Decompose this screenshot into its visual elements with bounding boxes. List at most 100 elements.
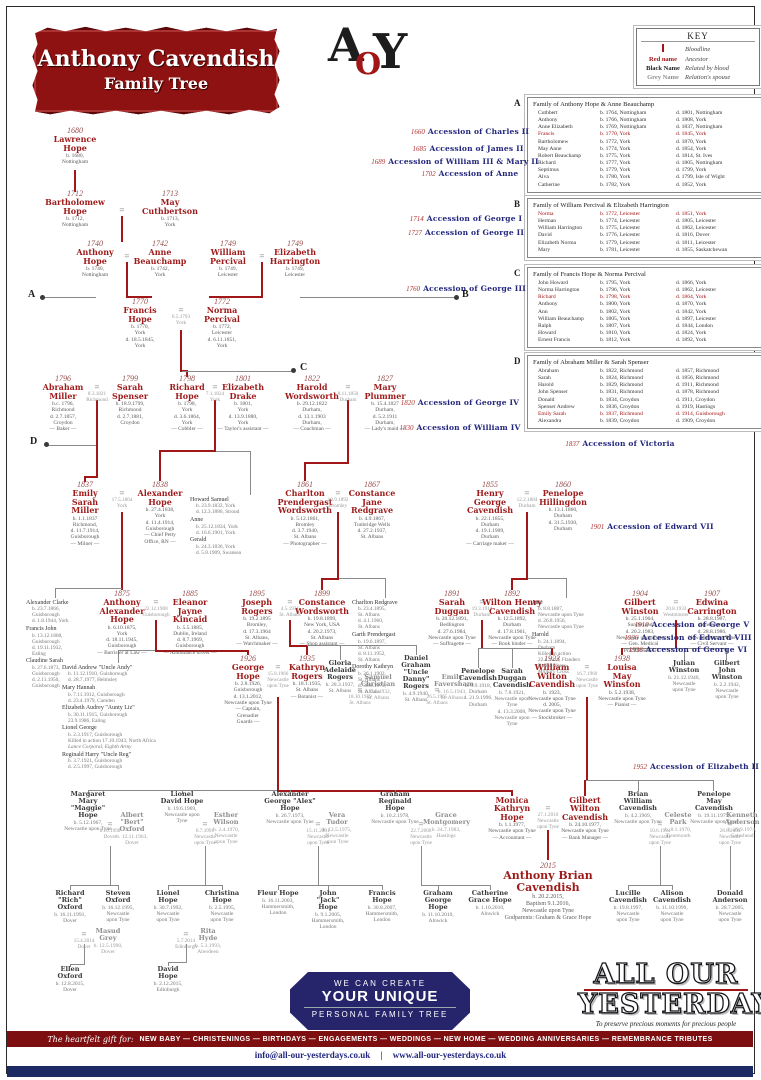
marker-letter-C: C [300, 362, 308, 373]
person-year: 1740 [87, 239, 103, 248]
marriage-equals-sign: = [545, 803, 551, 813]
person-detail: — Chief Petty [144, 532, 176, 539]
marriage-equals-sign: = [657, 819, 663, 829]
person-name: Louisa May Winston [603, 662, 641, 690]
person-detail: Durham, [375, 407, 395, 414]
marriage-detail: upon Tyne [307, 839, 329, 846]
family-member-birth: b. 1764, Nottingham [600, 110, 647, 116]
accession-year: 1702 [421, 170, 436, 178]
person-detail: d. 20.2.1973, [307, 628, 337, 635]
family-member-death: d. 1862, Leicester [676, 225, 717, 232]
sibling-detail: d. 23.4.1979, Camden [68, 697, 115, 704]
family-member-birth: b. 1812, York [600, 337, 631, 344]
person-detail: York [154, 272, 166, 279]
person-name: Joseph Rogers [241, 597, 273, 616]
sibling-name: Dorothy Kathryn [352, 664, 394, 671]
sibling-detail: b. 23.9.1832, York [196, 503, 236, 510]
aoy-logo-letter-o: O [355, 47, 382, 82]
marker-dot-D [44, 442, 49, 447]
person-detail: — Photographer — [283, 540, 327, 547]
sibling-detail: b. 23.4.1895, [358, 606, 386, 613]
marriage-detail: 27.1.2010 [537, 812, 559, 818]
marriage-detail: Newcastle [537, 817, 559, 824]
person-name: William Percival [210, 247, 246, 266]
person-detail: d. 13.9.1880, [228, 413, 258, 420]
key-symbol: Red name [649, 56, 677, 63]
person-year: 1875 [114, 589, 130, 598]
person-detail: b. 26.7.1973, [275, 812, 305, 819]
family-member-death: d. 1845, York [676, 131, 707, 138]
family-member-death: d. 1805, Nottingham [676, 160, 723, 167]
person-detail: Newcastle upon Tyne [598, 695, 646, 702]
person-detail: b. 10.2.1978, [380, 812, 410, 819]
family-member-name: Anne Elizabeth [538, 124, 573, 131]
bloodline-line [261, 262, 263, 298]
key-row: Bloodline [641, 44, 755, 54]
person-detail: York [154, 513, 166, 520]
family-member-name: Richard [538, 160, 556, 167]
sibling-detail: Killed in action 17.10.1943, North Afric… [68, 738, 156, 745]
family-member-birth: b. 1775, Leicester [600, 225, 641, 232]
marker-dot-B [454, 295, 459, 300]
person-year: 1938 [614, 654, 630, 663]
all-our-yesterdays-logo: ALL OUR YESTERDAYS To preserve precious … [577, 961, 761, 1029]
marriage-detail: 15.11.2001 [306, 828, 330, 834]
person-detail: b. 28.3.1937, [325, 681, 355, 688]
person-name: Penelope May Cavendish [695, 790, 733, 812]
family-member-name: Norma Harrington [538, 287, 580, 294]
marriage-detail: Guisborough [142, 611, 170, 618]
person-name: Anthony Hope [76, 247, 114, 266]
sibling-detail: Burial: Ypres [538, 662, 567, 669]
sibling-detail: b. 13.12.1868, [32, 632, 63, 639]
sibling-detail: d. 12.3.1886, Stroud [196, 509, 240, 516]
relation-line [478, 648, 479, 668]
accession-text: Accession of Anne [438, 169, 519, 178]
marker-letter-D: D [30, 436, 38, 447]
marker-letter-A: A [28, 289, 36, 300]
person-detail: Newcastle upon Tyne [428, 634, 476, 641]
sibling-name: Anne [190, 516, 203, 523]
person-name: Lionel David Hope [160, 790, 204, 805]
family-member-birth: b. 1780, York [600, 174, 631, 181]
person-detail: b. 19.8.1899, [307, 616, 337, 623]
person-name: Edwina Carrington [687, 597, 737, 616]
sibling-detail: b. 3.7.1921, Guisborough [68, 758, 123, 765]
person-name: Bartholomew Hope [45, 197, 105, 216]
family-member-death: d. 1805, Leicester [676, 218, 717, 225]
bloodline-line [214, 400, 216, 452]
marriage-equals-sign: = [119, 205, 125, 215]
person-year: 1796 [55, 374, 71, 383]
relation-line [490, 885, 491, 890]
relation-line [118, 650, 156, 651]
family-member-death: d. 1816, Dover [676, 232, 710, 239]
key-description: Bloodline [685, 45, 711, 53]
person-detail: Nottingham [61, 159, 89, 166]
bloodline-line [511, 578, 528, 580]
person-detail: b. 24.7.1983, [431, 826, 461, 833]
person-year: 1837 [77, 480, 93, 489]
marriage-mark: = [259, 252, 264, 261]
key-symbol: Black Name [646, 65, 680, 72]
marriage-detail: Dover [103, 833, 117, 840]
person-name: Mary Plummer [364, 382, 406, 401]
person-name: Anthony Brian Cavendish [503, 869, 593, 894]
person-detail: upon Tyne [616, 917, 640, 924]
person-detail: — Stockbroker — [531, 714, 573, 721]
person-detail: Edinburgh [156, 987, 180, 994]
person-detail: Dover [63, 987, 77, 994]
person-detail: — Pianist — [607, 702, 637, 709]
person-detail: Durham [480, 521, 500, 528]
marriage-detail: Newcastle [410, 833, 432, 840]
